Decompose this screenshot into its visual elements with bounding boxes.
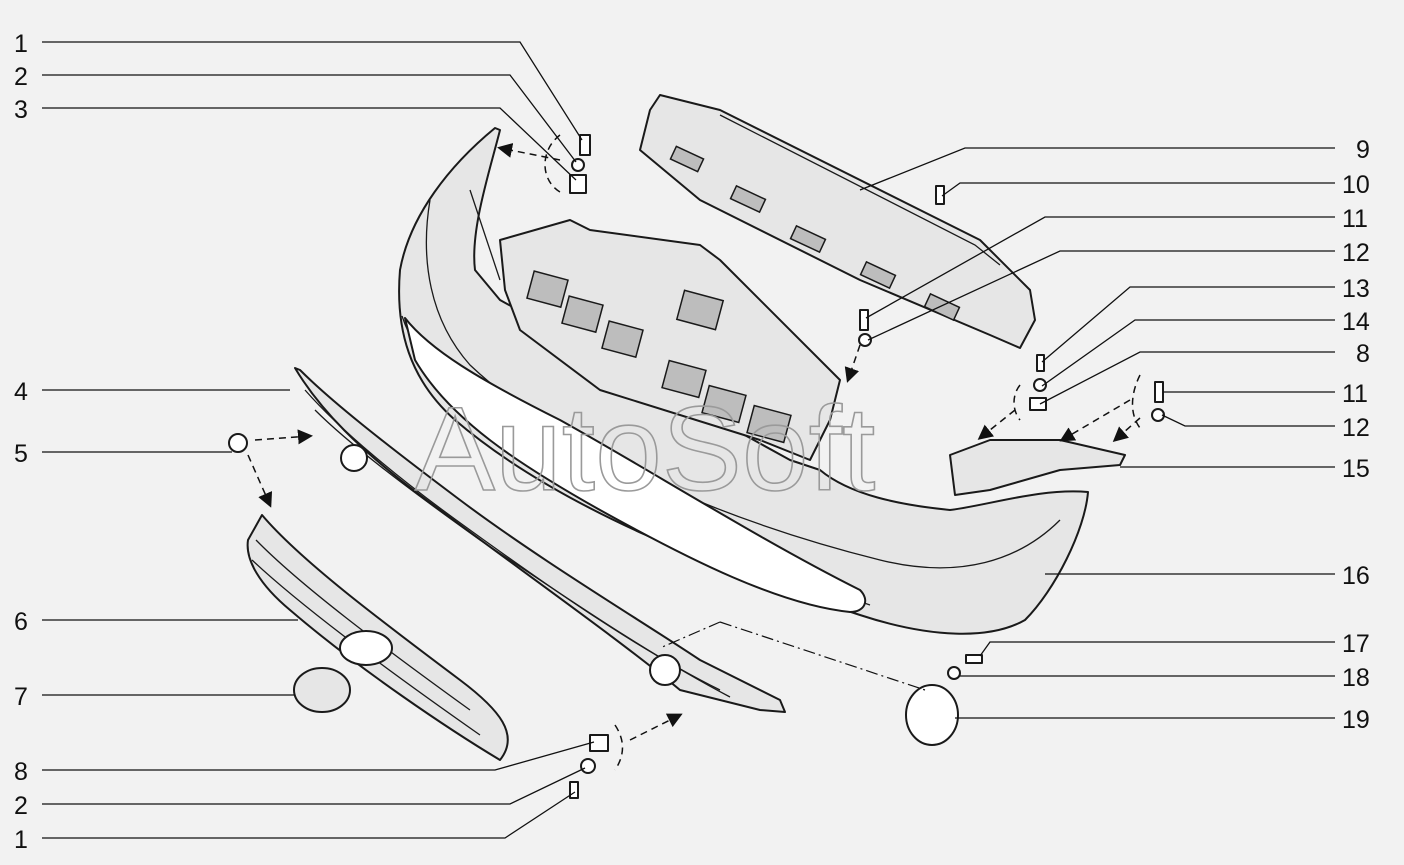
callout-label: 13 bbox=[1342, 275, 1370, 303]
callout-label: 12 bbox=[1342, 414, 1370, 442]
callout-label: 17 bbox=[1342, 630, 1370, 658]
callout-label: 18 bbox=[1342, 664, 1370, 692]
callout-label: 11 bbox=[1342, 380, 1368, 408]
callout-label: 10 bbox=[1342, 171, 1370, 199]
callout-label: 6 bbox=[14, 608, 28, 636]
bumper-inner-panel bbox=[499, 219, 841, 461]
callout-label: 1 bbox=[14, 30, 28, 58]
assembly-arrows bbox=[247, 134, 1141, 771]
callout-label: 16 bbox=[1342, 562, 1370, 590]
callout-label: 19 bbox=[1342, 706, 1370, 734]
callout-label: 11 bbox=[1342, 205, 1368, 233]
callout-label: 9 bbox=[1356, 136, 1370, 164]
callout-label: 7 bbox=[14, 683, 28, 711]
callout-label: 4 bbox=[14, 378, 28, 406]
fog-lamp-plug bbox=[905, 684, 959, 746]
side-bracket bbox=[949, 439, 1126, 496]
callout-label: 14 bbox=[1342, 308, 1370, 336]
callout-label: 15 bbox=[1342, 455, 1370, 483]
callout-label: 5 bbox=[14, 440, 28, 468]
watermark: AutoSoft bbox=[415, 382, 875, 516]
callout-label: 2 bbox=[14, 792, 28, 820]
grille-frame bbox=[294, 367, 786, 713]
callout-label: 12 bbox=[1342, 239, 1370, 267]
callout-label: 8 bbox=[14, 758, 28, 786]
emblem bbox=[293, 667, 351, 713]
radiator-grille bbox=[246, 514, 509, 761]
callout-label: 2 bbox=[14, 63, 28, 91]
callout-label: 1 bbox=[14, 826, 28, 854]
leader-lines bbox=[42, 41, 1335, 839]
bumper-cover bbox=[398, 127, 1089, 635]
callout-label: 8 bbox=[1356, 340, 1370, 368]
energy-absorber bbox=[639, 94, 1036, 349]
fasteners bbox=[228, 134, 1165, 799]
callout-labels: 1 2 3 4 5 6 7 8 2 1 9 10 11 12 13 14 8 1… bbox=[14, 30, 1370, 854]
callout-label: 3 bbox=[14, 96, 28, 124]
